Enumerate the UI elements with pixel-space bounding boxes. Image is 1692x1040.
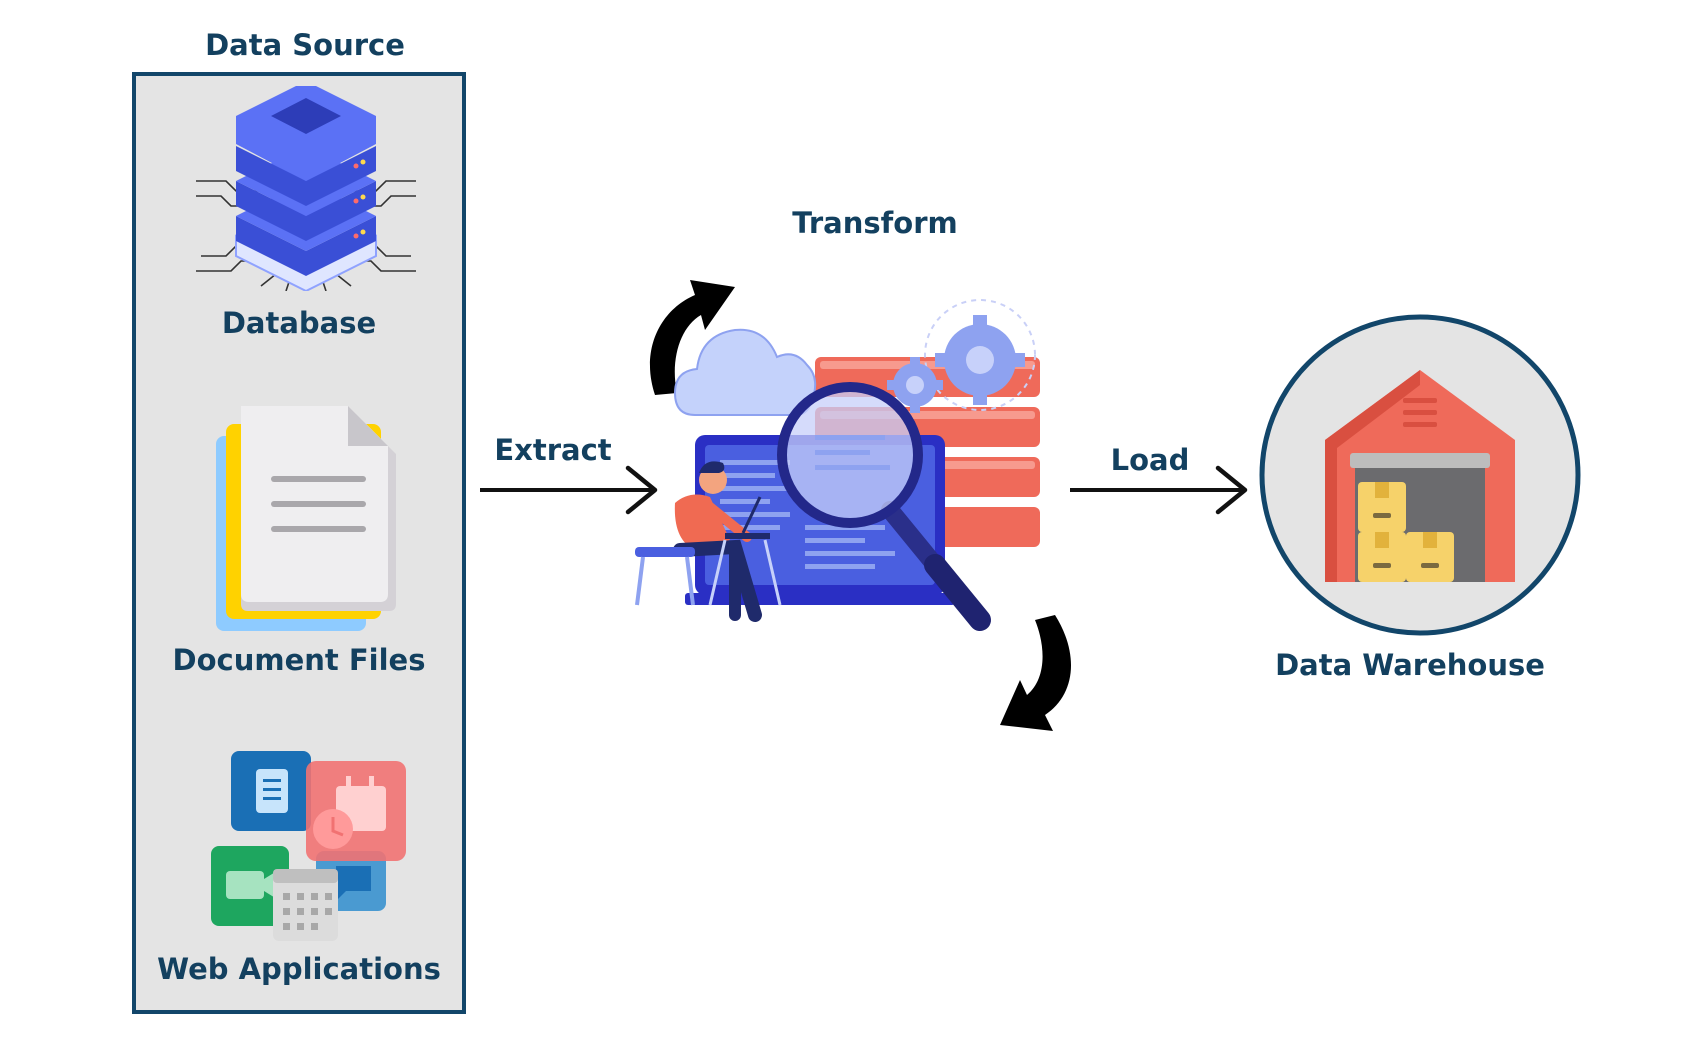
data-source-title: Data Source (205, 28, 405, 62)
web-apps-icon (211, 751, 406, 941)
transform-illustration-icon (635, 280, 1072, 731)
document-files-label: Document Files (172, 643, 426, 677)
web-applications-label: Web Applications (157, 952, 441, 986)
extract-arrow-icon (480, 465, 658, 515)
load-label: Load (1110, 443, 1190, 477)
document-files-icon (216, 406, 396, 631)
transform-label: Transform (792, 206, 958, 240)
warehouse-icon (1259, 314, 1581, 636)
load-arrow-icon (1070, 465, 1248, 515)
database-server-icon (196, 86, 416, 291)
data-source-panel: Database Document Files (132, 72, 466, 1014)
extract-label: Extract (494, 433, 612, 467)
data-warehouse-label: Data Warehouse (1275, 648, 1545, 682)
database-label: Database (221, 306, 377, 340)
